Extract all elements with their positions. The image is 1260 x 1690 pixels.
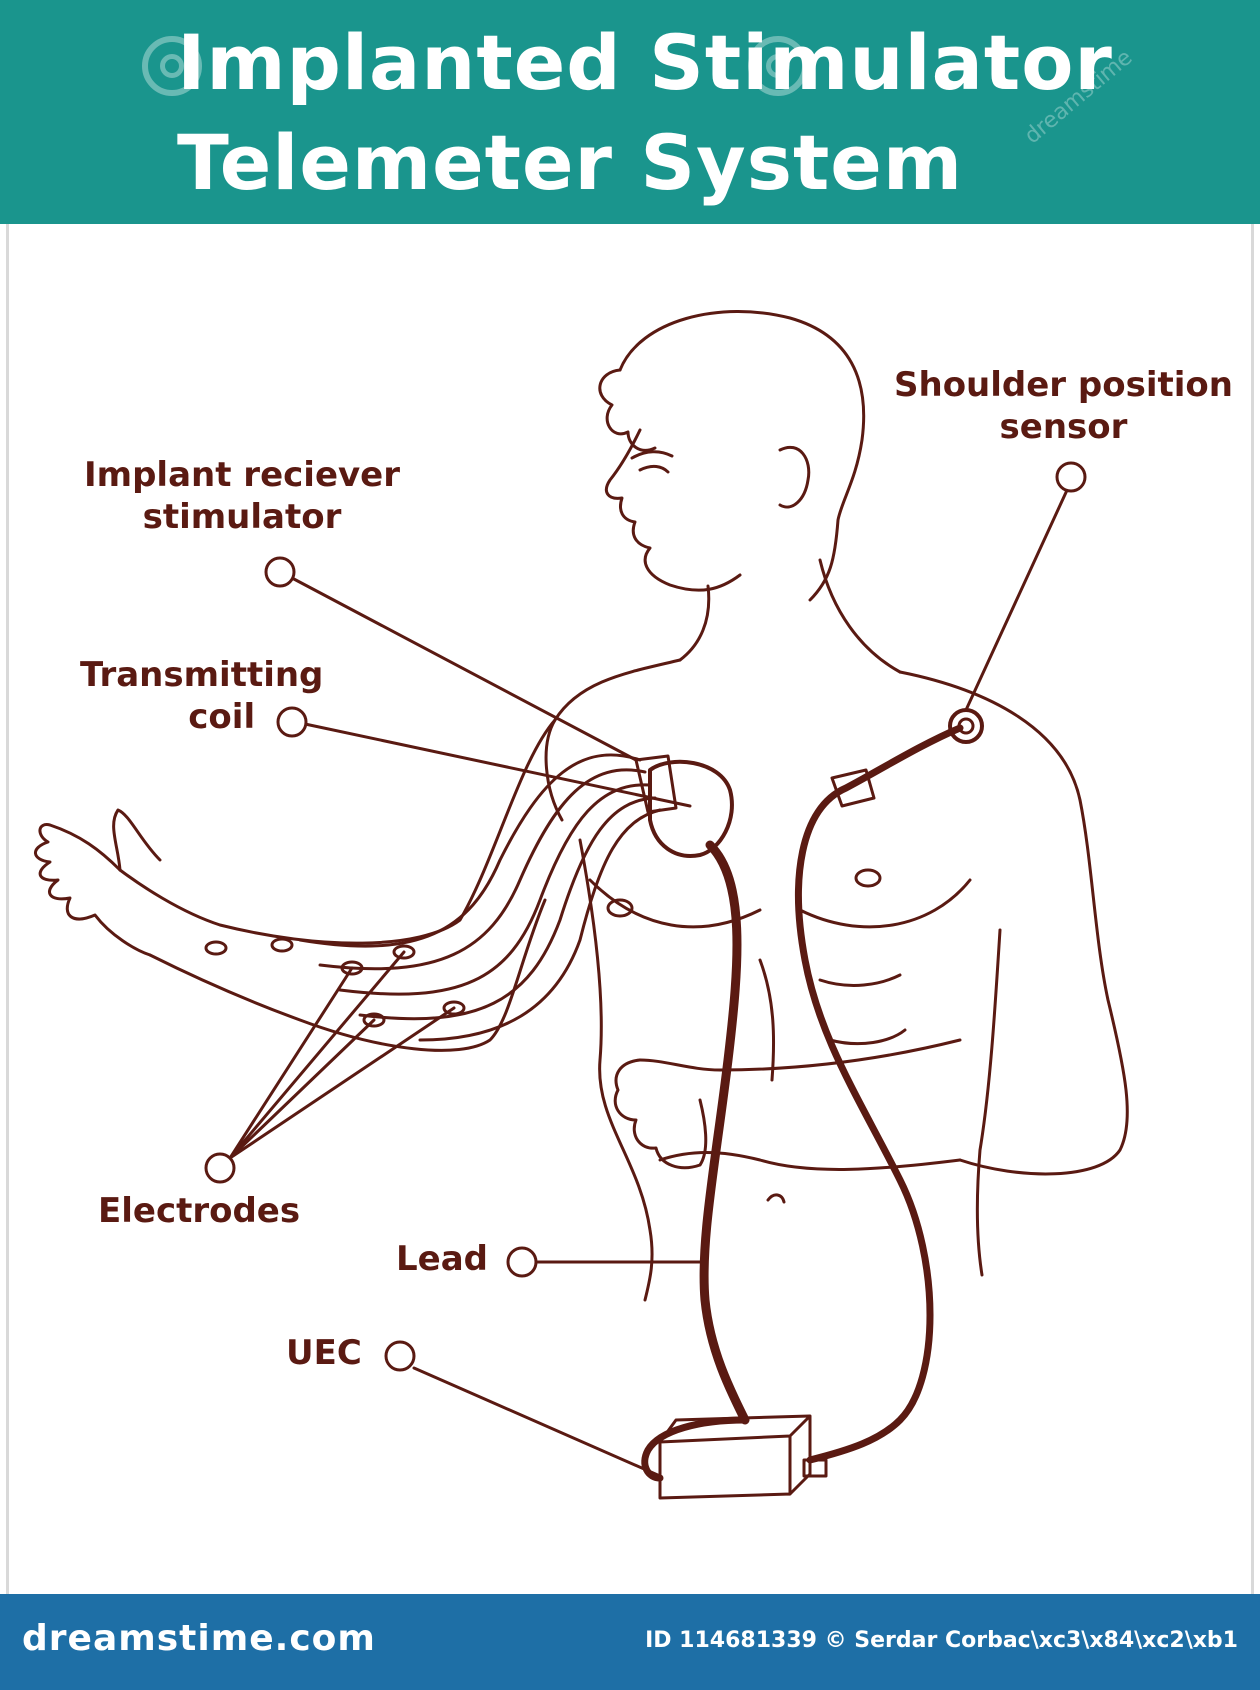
electrode-dot — [340, 960, 364, 976]
callout-shoulder — [1055, 461, 1087, 493]
leader-uec — [412, 1366, 662, 1478]
lead-cable — [699, 840, 750, 1425]
abs-line-1 — [758, 958, 776, 1082]
label-implant-receiver-stimulator: Implant reciever stimulator — [84, 455, 400, 537]
callout-uec — [384, 1340, 416, 1372]
label-uec: UEC — [286, 1333, 362, 1373]
torso-right — [975, 928, 1002, 1277]
neck-left — [678, 584, 711, 662]
navel — [766, 1193, 786, 1204]
label-shoulder-position-sensor: Shoulder position sensor — [894, 365, 1233, 447]
implant-device — [648, 759, 734, 858]
electrode-dot — [204, 940, 228, 956]
forearm-right-bottom — [658, 1151, 962, 1171]
label-transmitting-coil: Transmitting coil — [80, 655, 324, 737]
leader-shoulder — [964, 486, 1070, 712]
shoulder-left — [544, 658, 682, 822]
callout-electrodes — [204, 1152, 236, 1184]
arm-cable-5 — [418, 808, 662, 1042]
footer-image-id: ID 114681339 © Serdar Corbac\xc3\x84\xc2… — [645, 1628, 1238, 1653]
ear — [778, 445, 811, 509]
arm-left-top — [118, 718, 557, 945]
leader-coil — [303, 722, 692, 808]
implant-connector — [634, 754, 678, 814]
sensor-clip — [830, 768, 876, 808]
label-lead: Lead — [396, 1239, 489, 1279]
shoulder-right — [898, 670, 1129, 1176]
arm-cable-4 — [358, 796, 657, 1021]
leader-electrodes — [228, 950, 406, 1160]
torso-left — [578, 838, 654, 1302]
electrode-dot — [362, 1012, 386, 1028]
page-title-line-1: Implanted Stimulator — [177, 18, 1113, 107]
leader-implant — [290, 576, 638, 762]
callout-lead — [506, 1246, 538, 1278]
pec-right — [798, 878, 972, 929]
callout-implant — [264, 556, 296, 588]
label-electrodes: Electrodes — [98, 1191, 301, 1231]
face-profile — [605, 428, 742, 592]
arm-cable-2 — [318, 768, 647, 971]
electrode-dot — [392, 944, 416, 960]
title-banner: dreamstime Implanted Stimulator Telemete… — [0, 0, 1260, 224]
arm-cable-1 — [298, 753, 642, 948]
abs-line-3 — [828, 1028, 907, 1046]
electrode-dot — [270, 937, 294, 953]
head-outline — [618, 310, 866, 602]
eye — [638, 464, 670, 474]
arm-cable-3 — [338, 783, 652, 996]
hair-outline — [598, 368, 657, 452]
uec-lead-loop — [641, 1416, 749, 1482]
uec-connector — [802, 1458, 828, 1478]
brow — [630, 450, 674, 460]
thumb — [112, 808, 162, 872]
shoulder-sensor — [948, 708, 984, 744]
forearm-right-top — [638, 1038, 962, 1072]
abs-line-2 — [818, 973, 902, 987]
watermark-logo-icon — [748, 36, 808, 96]
electrode-dot — [442, 1000, 466, 1016]
sensor-cable — [795, 724, 964, 1464]
nipple-left — [606, 898, 634, 918]
fist — [613, 1058, 708, 1170]
footer-bar: dreamstime.com ID 114681339 © Serdar Cor… — [0, 1594, 1260, 1690]
page-title-line-2: Telemeter System — [176, 118, 964, 207]
watermark-logo-icon — [142, 36, 202, 96]
hand — [34, 823, 152, 957]
neck-right — [818, 558, 902, 674]
callout-coil — [276, 706, 308, 738]
nipple-right — [854, 868, 882, 888]
footer-brand: dreamstime.com — [22, 1618, 376, 1659]
diagram-frame — [6, 224, 1254, 1594]
